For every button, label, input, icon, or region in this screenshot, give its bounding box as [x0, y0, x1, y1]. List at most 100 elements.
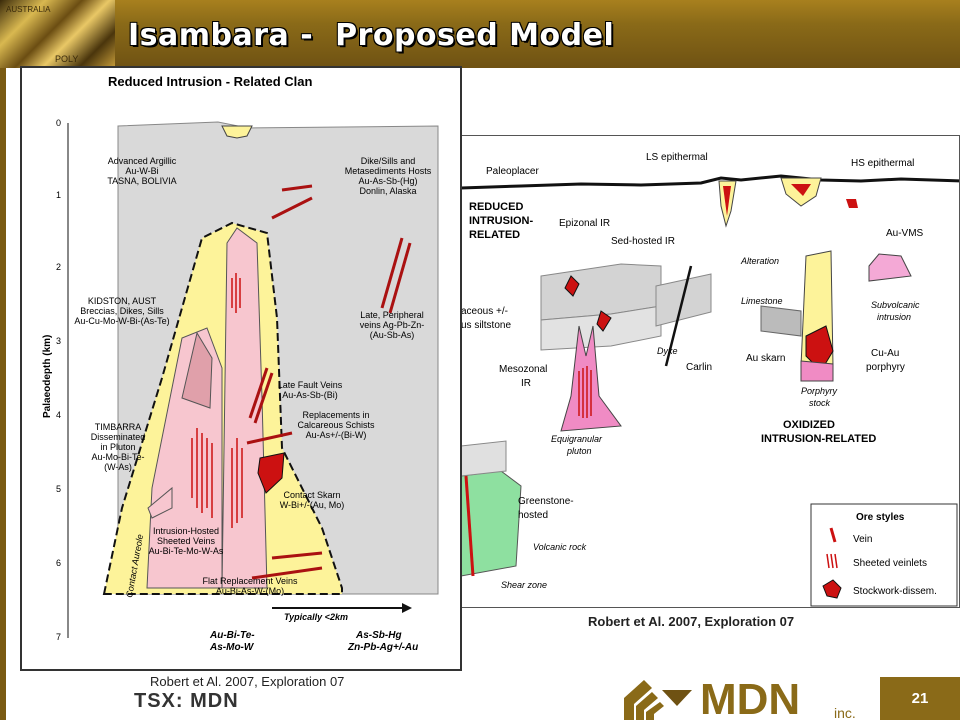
label-cu-au-2: porphyry	[866, 362, 905, 373]
label-late-1: Late, Peripheral	[360, 310, 424, 320]
depth-axis-ticks: 0 1 2 3 4 5 6 7	[56, 118, 61, 642]
right-figure-caption: Robert et Al. 2007, Exploration 07	[588, 614, 795, 629]
label-kidston-1: KIDSTON, AUST	[88, 296, 157, 306]
label-mesozonal-2: IR	[521, 378, 531, 389]
label-kidston-2: Breccias, Dikes, Sills	[80, 306, 164, 316]
tick-1: 1	[56, 190, 61, 200]
legend-item-stockwork: Stockwork-dissem.	[853, 586, 937, 597]
label-replace-2: Calcareous Schists	[297, 420, 375, 430]
label-porphyry-2: stock	[809, 398, 831, 408]
label-hs-epithermal: HS epithermal	[851, 158, 914, 169]
tick-0: 0	[56, 118, 61, 128]
label-flat-1: Flat Replacement Veins	[202, 576, 298, 586]
label-flat-2: Au-Bi-As-W-(Mo)	[216, 586, 284, 596]
label-bottom-left-2: As-Mo-W	[209, 642, 255, 653]
label-argillic-3: TASNA, BOLIVIA	[107, 176, 176, 186]
ticker-symbol: TSX: MDN	[134, 690, 239, 712]
label-timbarra-3: in Pluton	[100, 442, 135, 452]
label-calcareous-1: aceous +/-	[461, 306, 508, 317]
tick-5: 5	[56, 484, 61, 494]
label-argillic-1: Advanced Argillic	[108, 156, 177, 166]
left-figure-title: Reduced Intrusion - Related Clan	[108, 74, 312, 89]
label-au-skarn: Au skarn	[746, 353, 785, 364]
label-dike-4: Donlin, Alaska	[359, 186, 416, 196]
tick-3: 3	[56, 336, 61, 346]
label-dike-3: Au-As-Sb-(Hg)	[358, 176, 417, 186]
slide-header: AUSTRALIA POLY Isambara - Proposed Model	[0, 0, 960, 68]
label-mesozonal-1: Mesozonal	[499, 364, 547, 375]
footer	[90, 674, 960, 720]
label-timbarra-5: (W-As)	[104, 462, 132, 472]
tick-4: 4	[56, 410, 61, 420]
logo-suffix: inc.	[834, 705, 856, 720]
left-accent-bar	[0, 68, 6, 720]
legend-item-sheeted: Sheeted veinlets	[853, 558, 927, 569]
gold-bars-image: AUSTRALIA POLY	[6, 5, 78, 64]
label-cu-au-1: Cu-Au	[871, 348, 899, 359]
label-sheeted-3: Au-Bi-Te-Mo-W-As	[149, 546, 224, 556]
label-sed-hosted: Sed-hosted IR	[611, 236, 675, 247]
label-calcareous-2: us siltstone	[461, 320, 511, 331]
photo-label-2: POLY	[55, 54, 78, 64]
label-bottom-right-2: Zn-Pb-Ag+/-Au	[347, 642, 418, 653]
label-kidston-3: Au-Cu-Mo-W-Bi-(As-Te)	[74, 316, 169, 326]
label-au-vms: Au-VMS	[886, 228, 924, 239]
reduced-intrusion-clan-figure: 0 1 2 3 4 5 6 7 Palaeodepth (km) Reduced…	[20, 66, 462, 671]
left-figure-svg: 0 1 2 3 4 5 6 7 Palaeodepth (km) Reduced…	[42, 74, 439, 653]
label-epizonal: Epizonal IR	[559, 218, 610, 229]
label-fault-1: Late Fault Veins	[278, 380, 343, 390]
label-sheeted-2: Sheeted Veins	[157, 536, 216, 546]
label-ls-epithermal: LS epithermal	[646, 152, 708, 163]
label-replace-3: Au-As+/-(Bi-W)	[306, 430, 367, 440]
label-subvolcanic-1: Subvolcanic	[871, 300, 920, 310]
label-skarn-1: Contact Skarn	[283, 490, 340, 500]
page-number-box	[880, 677, 960, 720]
label-reduced-2: INTRUSION-	[469, 215, 534, 227]
oxidized-reduced-model-figure: Paleoplacer LS epithermal HS epithermal …	[460, 135, 960, 608]
page-number: 21	[911, 690, 929, 707]
ore-styles-legend: Ore styles Vein Sheeted veinlets Stockwo…	[810, 503, 958, 607]
label-equigranular-2: pluton	[566, 446, 592, 456]
label-bottom-left-1: Au-Bi-Te-	[209, 630, 255, 641]
legend-item-vein: Vein	[853, 534, 872, 545]
label-timbarra-2: Disseminated	[91, 432, 146, 442]
label-timbarra-1: TIMBARRA	[95, 422, 142, 432]
label-greenstone-1: Greenstone-	[518, 496, 574, 507]
label-replace-1: Replacements in	[302, 410, 369, 420]
label-dike-1: Dike/Sills and	[361, 156, 416, 166]
label-fault-2: Au-As-Sb-(Bi)	[282, 390, 338, 400]
label-porphyry-1: Porphyry	[801, 386, 838, 396]
logo-text: MDN	[700, 676, 800, 720]
label-dyke: Dyke	[657, 346, 678, 356]
label-carlin: Carlin	[686, 362, 712, 373]
label-shear-zone: Shear zone	[501, 580, 547, 590]
label-volcanic-rock: Volcanic rock	[533, 542, 587, 552]
label-oxidized-2: INTRUSION-RELATED	[761, 433, 876, 445]
tick-7: 7	[56, 632, 61, 642]
left-figure-labels: Advanced Argillic Au-W-Bi TASNA, BOLIVIA…	[74, 156, 431, 598]
tick-2: 2	[56, 262, 61, 272]
label-dike-2: Metasediments Hosts	[345, 166, 432, 176]
mdn-logo-icon: MDN inc.	[624, 675, 856, 724]
label-timbarra-4: Au-Mo-Bi-Te-	[91, 452, 144, 462]
label-greenstone-2: hosted	[518, 510, 548, 521]
label-oxidized-1: OXIDIZED	[783, 419, 835, 431]
mdn-logo: MDN inc.	[622, 675, 877, 724]
label-late-3: (Au-Sb-As)	[370, 330, 415, 340]
header-background	[0, 0, 960, 68]
tick-6: 6	[56, 558, 61, 568]
label-reduced-3: RELATED	[469, 229, 520, 241]
label-sheeted-1: Intrusion-Hosted	[153, 526, 219, 536]
slide-title: Isambara - Proposed Model	[128, 18, 615, 53]
photo-label: AUSTRALIA	[6, 5, 51, 14]
label-subvolcanic-2: intrusion	[877, 312, 911, 322]
label-skarn-2: W-Bi+/-(Au, Mo)	[280, 500, 345, 510]
label-late-2: veins Ag-Pb-Zn-	[360, 320, 425, 330]
legend-title: Ore styles	[856, 512, 905, 523]
label-alteration: Alteration	[740, 256, 779, 266]
label-argillic-2: Au-W-Bi	[125, 166, 158, 176]
label-bottom-right-1: As-Sb-Hg	[355, 630, 402, 641]
label-reduced-1: REDUCED	[469, 201, 523, 213]
label-paleoplacer: Paleoplacer	[486, 166, 539, 177]
left-figure-caption: Robert et Al. 2007, Exploration 07	[150, 674, 345, 689]
